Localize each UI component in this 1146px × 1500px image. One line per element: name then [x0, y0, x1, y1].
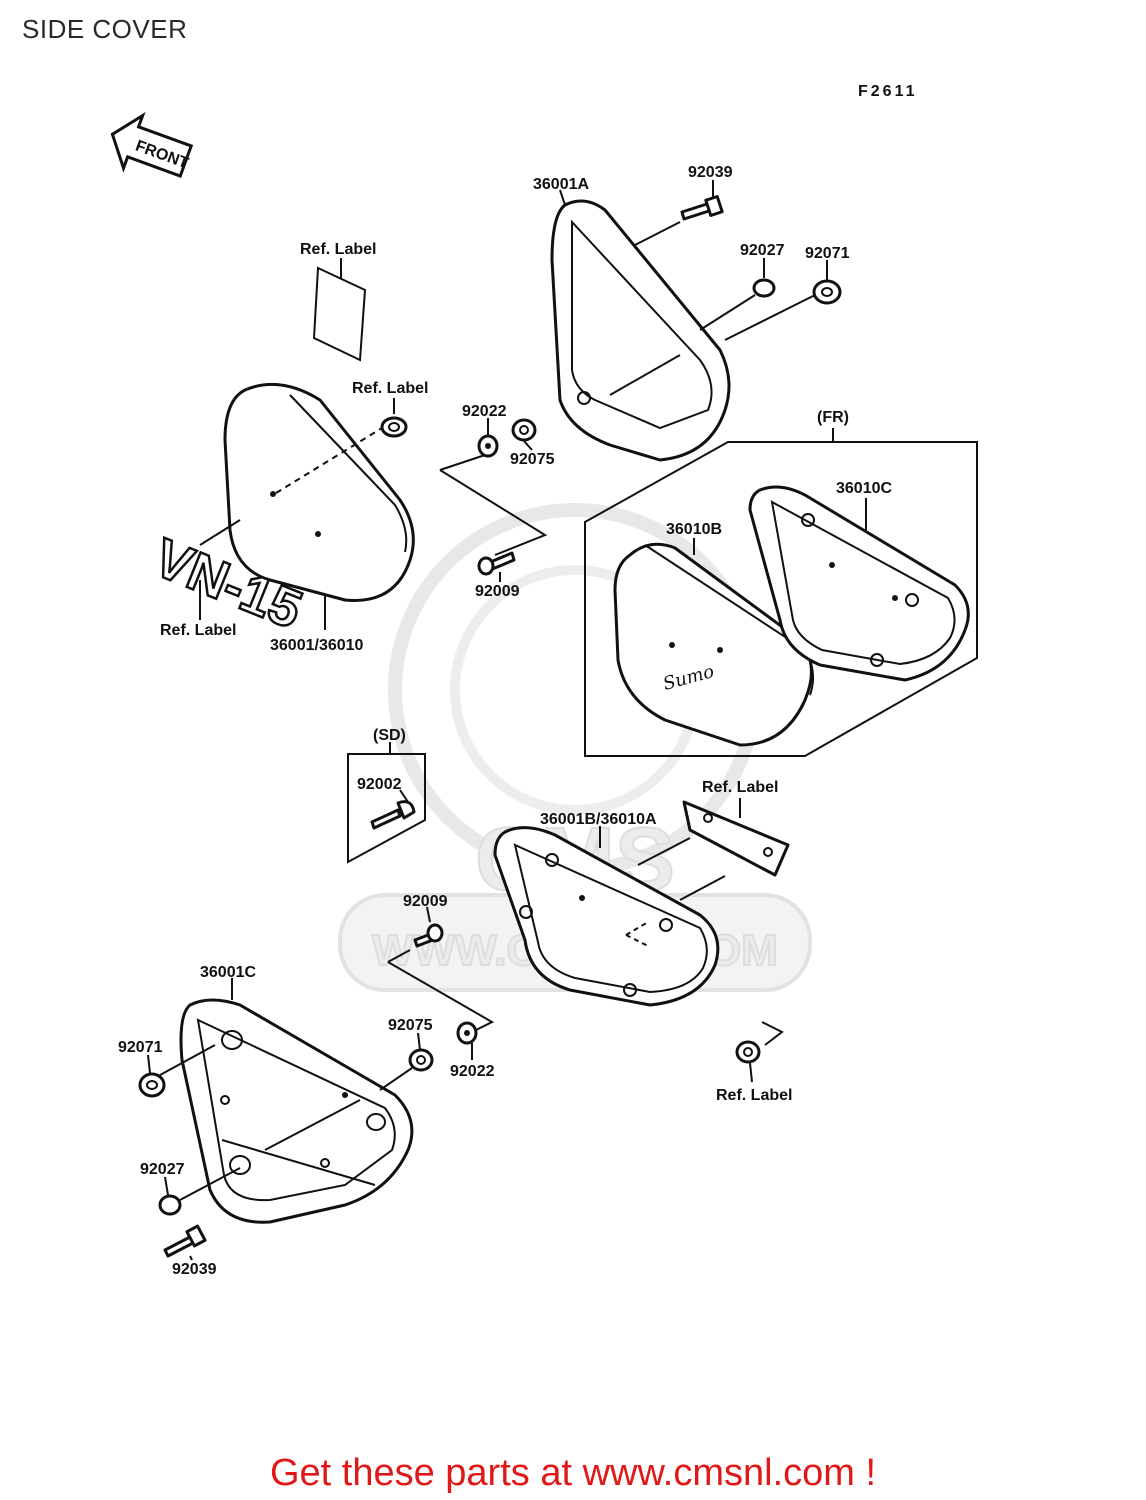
label-ref-label-badge: Ref. Label	[160, 622, 236, 639]
collar-92075-top	[511, 418, 537, 451]
label-36010B: 36010B	[666, 521, 722, 538]
ref-label-strip	[637, 798, 790, 901]
front-arrow-icon: FRONT	[110, 111, 194, 178]
grommet-ref-label	[380, 398, 408, 438]
group-sd-label: (SD)	[373, 727, 406, 744]
label-36001A: 36001A	[533, 176, 589, 193]
bolt-92039-top	[680, 180, 724, 221]
collar-92027-bottom	[158, 1176, 182, 1216]
collar-92075-bottom	[408, 1032, 434, 1072]
screw-92009-top	[477, 551, 516, 582]
group-fr-label: (FR)	[817, 409, 849, 426]
label-92071-bottom: 92071	[118, 1039, 163, 1056]
label-92009-top: 92009	[475, 583, 520, 600]
label-92039-bottom: 92039	[172, 1261, 217, 1278]
label-ref-label-sheet: Ref. Label	[300, 241, 376, 258]
grommet-92071-bottom	[138, 1054, 166, 1098]
collar-92027-top	[752, 258, 776, 298]
ref-label-sheet	[312, 258, 367, 362]
ref-label-bottom-grommet	[735, 1021, 784, 1083]
label-ref-label-bottom: Ref. Label	[716, 1087, 792, 1104]
label-92022-top: 92022	[462, 403, 507, 420]
side-cover-left	[223, 382, 415, 630]
frame-36001A	[550, 189, 816, 462]
frame-36001B-36010A	[493, 826, 720, 1007]
label-92002: 92002	[357, 776, 402, 793]
bolt-92039-bottom	[163, 1224, 207, 1261]
label-ref-label-strip: Ref. Label	[702, 779, 778, 796]
frame-36001C	[159, 978, 414, 1224]
washer-92022-top	[477, 418, 499, 458]
page-title: SIDE COVER	[22, 14, 188, 44]
label-ref-label-grommet: Ref. Label	[352, 380, 428, 397]
label-92022-bottom: 92022	[450, 1063, 495, 1080]
label-92071-top: 92071	[805, 245, 850, 262]
label-92009-bottom: 92009	[403, 893, 448, 910]
label-36001-36010: 36001/36010	[270, 637, 364, 654]
sd-group	[347, 742, 426, 864]
parts-diagram: CMS WWW.CMSNL.COM F2611 FRONT Ref. Label…	[110, 83, 978, 1278]
label-92027-top: 92027	[740, 242, 785, 259]
label-36010C: 36010C	[836, 480, 892, 497]
label-92027-bottom: 92027	[140, 1161, 185, 1178]
figure-code: F2611	[858, 83, 917, 100]
washer-92022-bottom	[456, 1021, 478, 1060]
label-92039-top: 92039	[688, 164, 733, 181]
fr-group: Sumo	[584, 428, 978, 757]
label-36001B-36010A: 36001B/36010A	[540, 811, 657, 828]
footer-cta-link[interactable]: Get these parts at www.cmsnl.com !	[269, 1452, 877, 1494]
screw-92009-bottom	[413, 906, 444, 948]
grommet-92071-top	[812, 260, 842, 305]
label-92075-bottom: 92075	[388, 1017, 433, 1034]
label-36001C: 36001C	[200, 964, 256, 981]
label-92075-top: 92075	[510, 451, 555, 468]
